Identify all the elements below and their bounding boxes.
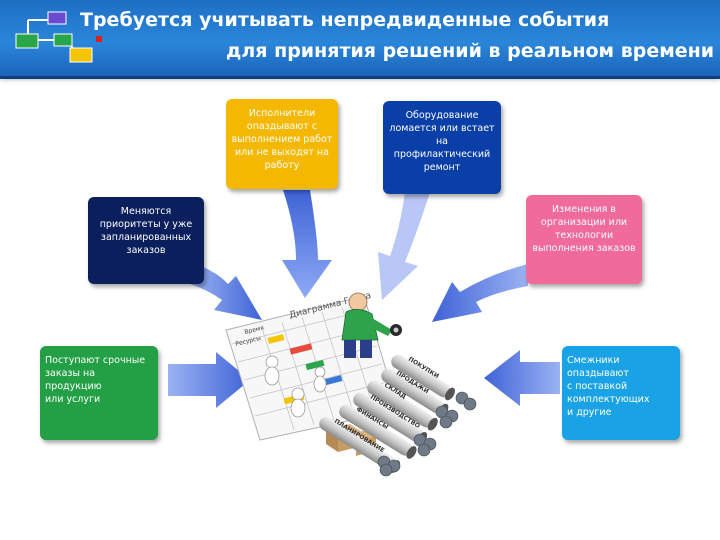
box-equipment: Оборудование ломается или встает на проф… xyxy=(383,101,501,194)
box-contractors: Смежники опаздывают с поставкой комплект… xyxy=(562,346,680,440)
arrow-contractors xyxy=(484,350,560,406)
arrow-changes xyxy=(432,264,528,322)
person-figure xyxy=(342,293,402,358)
box-urgent: Поступают срочные заказы на продукцию ил… xyxy=(40,346,158,440)
box-changes: Изменения в организации или технологии в… xyxy=(526,195,642,284)
box-executors: Исполнители опаздывают с выполнением раб… xyxy=(226,99,338,189)
box-priorities: Меняются приоритеты у уже запланированны… xyxy=(88,197,204,284)
arrow-equipment xyxy=(378,192,430,300)
arrow-executors xyxy=(282,190,332,298)
